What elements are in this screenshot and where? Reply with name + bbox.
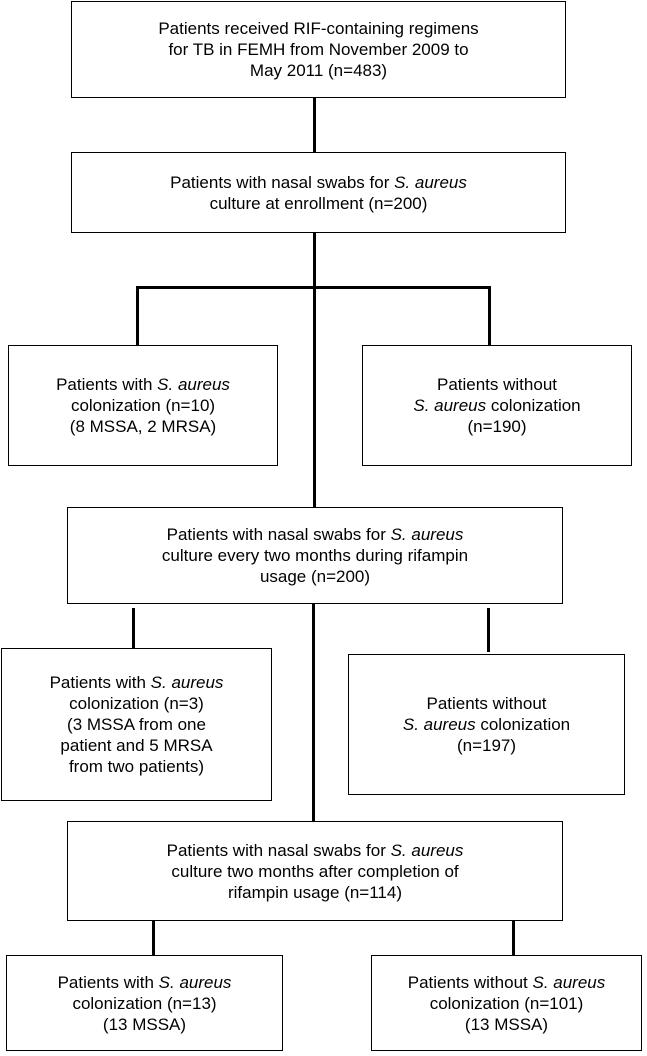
box-during-rifampin-not-colonized-line-1: Patients without [426, 694, 547, 713]
box-post-rifampin-swabs: Patients with nasal swabs for S. aureus … [67, 821, 563, 921]
box-during-rifampin-colonized-line-3: (3 MSSA from one [67, 715, 206, 734]
box-during-rifampin-swabs: Patients with nasal swabs for S. aureus … [67, 507, 563, 604]
box-post-rifampin-not-colonized-line-2: colonization (n=101) [429, 993, 584, 1013]
box-during-rifampin-colonized-line-2: colonization (n=3) [69, 694, 204, 713]
connector-b5-b8 [312, 603, 315, 822]
connector-b8-left [152, 920, 155, 956]
box-post-rifampin-colonized-line-1: Patients with S. aureus [57, 972, 232, 992]
box-during-rifampin-colonized-line-1: Patients with S. aureus [49, 673, 224, 692]
box-enrollment-colonized-line-1: Patients with S. aureus [56, 375, 230, 394]
connector-b8-right [512, 920, 515, 956]
box-post-rifampin-colonized-line-3: (13 MSSA) [102, 1014, 187, 1034]
box-enrollment-swabs-line-1: Patients with nasal swabs for S. aureus [170, 172, 467, 192]
box-initial-cohort-line-2: for TB in FEMH from November 2009 to [168, 40, 469, 59]
connector-branch-left1 [136, 286, 139, 346]
box-post-rifampin-not-colonized-line-1: Patients without S. aureus [407, 972, 606, 992]
box-enrollment-colonized-line-2: colonization (n=10) [70, 396, 216, 415]
box-during-rifampin-not-colonized-line-2: S. aureus colonization [402, 715, 571, 734]
box-initial-cohort-line-1: Patients received RIF-containing regimen… [158, 19, 479, 38]
box-during-rifampin-swabs-line-2: culture every two months during rifampin [161, 546, 469, 565]
connector-branch-right1 [488, 286, 491, 346]
box-post-rifampin-swabs-line-2: culture two months after completion of [171, 861, 459, 881]
box-enrollment-not-colonized-line-1: Patients without [436, 375, 557, 394]
box-initial-cohort-line-3: May 2011 (n=483) [249, 61, 388, 80]
box-post-rifampin-swabs-line-3: rifampin usage (n=114) [227, 882, 403, 902]
box-enrollment-colonized: Patients with S. aureus colonization (n=… [8, 345, 278, 466]
box-during-rifampin-not-colonized: Patients without S. aureus colonization … [348, 654, 625, 795]
box-enrollment-colonized-line-3: (8 MSSA, 2 MRSA) [69, 417, 217, 436]
connector-b1-b2 [313, 97, 316, 153]
connector-b2-b5-trunk [313, 286, 316, 508]
box-enrollment-not-colonized: Patients without S. aureus colonization … [362, 345, 632, 466]
box-enrollment-swabs-line-2: culture at enrollment (n=200) [209, 193, 428, 213]
box-during-rifampin-swabs-line-1: Patients with nasal swabs for S. aureus [166, 525, 464, 544]
box-post-rifampin-colonized-line-2: colonization (n=13) [72, 993, 217, 1013]
box-post-rifampin-not-colonized: Patients without S. aureus colonization … [371, 955, 642, 1051]
box-initial-cohort: Patients received RIF-containing regimen… [71, 1, 566, 98]
box-during-rifampin-not-colonized-line-3: (n=197) [456, 736, 517, 755]
box-post-rifampin-swabs-line-1: Patients with nasal swabs for S. aureus [166, 840, 464, 860]
box-enrollment-not-colonized-line-2: S. aureus colonization [413, 396, 581, 415]
box-during-rifampin-swabs-line-3: usage (n=200) [259, 567, 371, 586]
box-during-rifampin-colonized-line-4: patient and 5 MRSA [60, 736, 213, 755]
box-enrollment-not-colonized-line-3: (n=190) [467, 417, 527, 436]
box-post-rifampin-colonized: Patients with S. aureus colonization (n=… [6, 955, 283, 1051]
box-during-rifampin-colonized-line-5: from two patients) [68, 757, 205, 776]
box-during-rifampin-colonized: Patients with S. aureus colonization (n=… [1, 648, 272, 801]
box-post-rifampin-not-colonized-line-3: (13 MSSA) [464, 1014, 549, 1034]
connector-b5-right [487, 608, 490, 652]
connector-b2-trunk [313, 232, 316, 287]
box-enrollment-swabs: Patients with nasal swabs for S. aureus … [71, 152, 566, 233]
connector-b5-left [132, 608, 135, 648]
